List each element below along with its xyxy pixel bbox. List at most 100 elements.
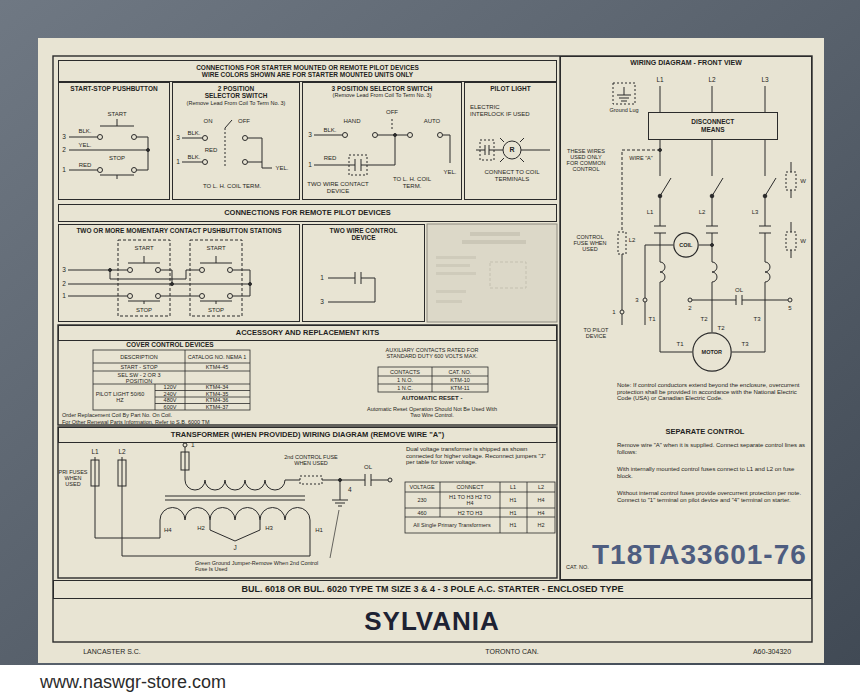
diagram-label: KTM4-34 xyxy=(206,384,229,390)
diagram-label: RED xyxy=(324,155,337,162)
diagram-label: 1 xyxy=(308,161,312,168)
power-circuit-symbol xyxy=(660,140,765,176)
diagram-label: A60-304320 xyxy=(753,648,791,656)
diagram-label: KTM-11 xyxy=(450,385,469,391)
control-circuit-symbol xyxy=(786,172,796,190)
selector-switch-symbol xyxy=(203,160,208,165)
frame-line xyxy=(58,427,557,578)
faded-panel xyxy=(436,264,470,267)
transformer-symbol xyxy=(118,460,126,486)
three-position-switch-symbol xyxy=(392,119,393,130)
diagram-label: HAND xyxy=(343,118,360,125)
diagram-label: OFF xyxy=(386,109,398,116)
node-heading: 2 POSITION SELECTOR SWITCH xyxy=(200,85,272,100)
diagram-label: 120V xyxy=(164,384,177,390)
transformer-symbol xyxy=(332,480,348,506)
diagram-label: OFF xyxy=(238,118,250,125)
diagram-label: 5 xyxy=(788,305,791,312)
diagram-label: SEPARATE CONTROL xyxy=(666,428,745,436)
diagram-label: STOP xyxy=(208,307,224,314)
diagram-label: 600V xyxy=(164,404,177,410)
diagram-label: 1 xyxy=(62,166,66,173)
control-circuit-symbol xyxy=(622,150,660,232)
diagram-label: LANCASTER S.C. xyxy=(83,648,141,656)
diagram-label: L1 xyxy=(656,76,663,83)
node-heading: DISCONNECT MEANS xyxy=(683,118,743,133)
transformer-symbol xyxy=(122,457,310,556)
pushbutton-stations-symbol xyxy=(156,268,161,273)
pushbutton-stations-symbol xyxy=(128,301,232,304)
diagram-label: 480V xyxy=(164,397,177,403)
transformer-symbol xyxy=(165,496,305,500)
pushbutton-symbol xyxy=(132,168,137,173)
diagram-label: COVER CONTROL DEVICES xyxy=(126,341,213,348)
diagram-label: ELECTRIC INTERLOCK IF USED xyxy=(470,104,530,117)
three-position-switch-symbol xyxy=(314,135,450,163)
two-wire-device-symbol xyxy=(328,272,375,302)
diagram-label: PRI FUSES WHEN USED xyxy=(58,469,88,487)
node-heading: WIRING DIAGRAM - FRONT VIEW xyxy=(630,59,742,67)
diagram-label: W xyxy=(800,238,806,245)
transformer-symbol xyxy=(330,510,339,558)
diagram-label: CONTACTS xyxy=(390,368,420,374)
diagram-label: CAT. NO. xyxy=(566,564,589,570)
diagram-label: 3 xyxy=(308,131,312,138)
power-circuit-symbol xyxy=(660,86,765,112)
diagram-label: BLK. xyxy=(78,128,91,135)
pushbutton-stations-symbol xyxy=(128,256,232,263)
diagram-label: J xyxy=(233,544,236,551)
power-circuit-symbol xyxy=(654,226,771,233)
frame-line xyxy=(58,325,557,425)
faded-panel xyxy=(436,272,476,275)
diagram-label: W xyxy=(800,178,806,185)
pushbutton-symbol xyxy=(98,168,103,173)
transformer-symbol xyxy=(300,476,322,484)
diagram-label: L3 xyxy=(752,209,759,216)
diagram-label: START - STOP xyxy=(120,364,157,370)
diagram-label: www.naswgr-store.com xyxy=(40,673,226,693)
panel-box: START-STOP PUSHBUTTON xyxy=(58,82,170,200)
diagram-label: H1 xyxy=(315,527,323,534)
diagram-label: H2 TO H3 xyxy=(458,509,483,515)
control-circuit-symbol xyxy=(645,245,673,325)
transformer-symbol xyxy=(95,457,160,538)
pushbutton-stations-symbol xyxy=(128,268,133,273)
node-note: WIRE COLORS SHOWN ARE FOR STARTER MOUNTE… xyxy=(202,71,413,78)
pushbutton-stations-symbol xyxy=(171,283,174,286)
faded-panel xyxy=(427,224,557,322)
circle-outline xyxy=(693,333,731,371)
diagram-label: 2 xyxy=(688,305,691,312)
photo-ground xyxy=(0,0,860,665)
diagram-label: H1 xyxy=(509,522,516,528)
diagram-label: T3 xyxy=(741,341,748,348)
diagram-label: SEL SW - 2 OR 3 POSITION xyxy=(104,371,174,383)
pushbutton-stations-symbol xyxy=(128,294,133,299)
diagram-label: AUXILIARY CONTACTS RATED FOR STANDARD DU… xyxy=(372,347,492,359)
control-circuit-symbol xyxy=(618,149,796,326)
node-heading: MOTOR xyxy=(702,349,722,355)
faded-panel xyxy=(436,290,466,293)
diagram-label: L1 xyxy=(91,448,98,455)
diagram-label: Green Ground Jumper-Remove When 2nd Cont… xyxy=(195,560,330,572)
title-band: BUL. 6018 OR BUL. 6020 TYPE TM SIZE 3 & … xyxy=(53,580,812,599)
diagram-label: 1 xyxy=(191,441,195,448)
diagram-label: BLK. xyxy=(187,154,200,161)
selector-switch-symbol xyxy=(225,128,226,168)
table-grid xyxy=(378,367,488,392)
diagram-label: RED xyxy=(205,147,218,154)
three-position-switch-symbol xyxy=(343,133,348,138)
diagram-label: 3 xyxy=(62,266,66,273)
table-grid xyxy=(93,350,250,410)
diagram-label: H4 xyxy=(164,527,172,534)
panel-box: TWO OR MORE MOMENTARY CONTACT PUSHBUTTON… xyxy=(58,224,300,322)
panel-box: PILOT LIGHT xyxy=(464,82,557,200)
circle-outline xyxy=(674,233,698,257)
selector-switch-symbol xyxy=(203,136,208,141)
diagram-label: TORONTO CAN. xyxy=(485,648,538,656)
transformer-symbol xyxy=(183,443,187,447)
diagram-label: START xyxy=(107,111,126,118)
diagram-label: TO L. H. COIL TERM. xyxy=(385,176,440,189)
node-heading: TRANSFORMER (WHEN PROVIDED) WIRING DIAGR… xyxy=(171,431,444,440)
panel-box: TWO WIRE CONTROL DEVICE xyxy=(302,224,425,322)
